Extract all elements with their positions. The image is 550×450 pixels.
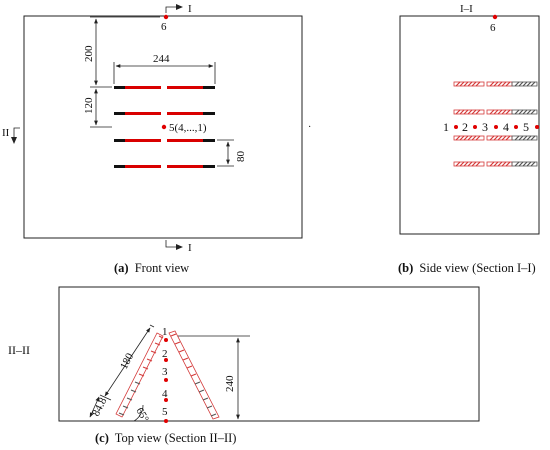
dim-200-label: 200 [83,45,95,62]
side-point-5 [535,125,539,129]
top-point-2-label: 2 [162,348,168,360]
side-point-4 [514,125,518,129]
bar-row-3 [114,139,215,142]
front-point-6-label: 6 [161,21,167,33]
caption-b-text: Side view (Section I–I) [419,261,535,275]
top-view: II–II 1 2 3 4 5 [8,286,480,445]
caption-a: (a) Front view [114,261,189,275]
dim-180: 180 [99,324,155,401]
side-view-frame [399,15,540,235]
side-point-2 [473,125,477,129]
top-point-2 [164,358,168,362]
side-point-1-label: 1 [443,120,449,134]
dim-84-8-label: 84.8 [90,395,110,418]
section-marker-top-label: I [188,3,192,15]
side-points: 1 2 3 4 5 [443,120,539,134]
dim-left: 200 120 [83,16,160,128]
front-point-6 [163,14,169,20]
dim-80: 80 [217,139,247,167]
top-point-5-label: 5 [162,406,168,418]
dim-240: 240 [178,335,250,420]
top-point-3-label: 3 [162,366,168,378]
caption-c-letter: (c) [95,431,109,445]
dim-240-label: 240 [224,375,236,392]
dim-244: 244 [113,53,216,84]
side-point-4-label: 4 [503,120,509,134]
side-bar-row-2 [453,109,538,115]
side-view: I–I 6 [398,3,540,275]
top-point-1-label: 1 [162,326,168,338]
dim-120-label: 120 [83,97,95,114]
side-bar-row-1 [453,81,538,87]
top-view-frame [58,286,480,422]
caption-c-text: Top view (Section II–II) [115,431,237,445]
side-bar-row-3 [453,135,538,141]
section-marker-bottom: I [165,240,192,254]
top-point-3 [164,378,168,382]
dim-84-8: 84.8 [89,395,110,418]
section-marker-left-label: II [2,127,10,139]
side-bar-row-4 [453,161,538,167]
side-point-1 [454,125,458,129]
top-point-4 [164,398,168,402]
top-point-1 [164,338,168,342]
dim-80-label: 80 [235,151,247,163]
dim-180-label: 180 [118,351,136,372]
side-point-6 [492,14,498,20]
side-point-6-label: 6 [490,22,496,34]
side-point-2-label: 2 [462,120,468,134]
svg-text:·: · [308,122,311,133]
front-point-center [161,124,167,130]
front-view-frame [23,15,303,239]
front-bar-rows [114,86,215,168]
front-view: I I II · 6 [2,3,311,275]
caption-c: (c) Top view (Section II–II) [95,431,236,445]
caption-a-text: Front view [135,261,190,275]
top-points: 1 2 3 4 5 [162,326,168,423]
top-point-4-label: 4 [162,388,168,400]
top-left-wall [115,332,164,418]
section-marker-top: I [165,3,192,15]
front-point-center-label: 5(4,...,1) [169,122,207,134]
top-right-wall [168,330,220,420]
section-marker-bottom-label: I [188,242,192,254]
top-point-5 [164,419,168,423]
side-point-5-label: 5 [523,120,529,134]
side-section-title: I–I [460,3,473,15]
dim-244-label: 244 [153,53,170,65]
bar-row-2 [114,112,215,115]
side-point-3 [494,125,498,129]
top-section-title: II–II [8,343,30,357]
bar-row-1 [114,86,215,89]
side-bar-rows [453,81,538,167]
bar-row-4 [114,165,215,168]
side-point-3-label: 3 [482,120,488,134]
caption-b-letter: (b) [398,261,413,275]
caption-a-letter: (a) [114,261,129,275]
section-marker-left: II [2,127,20,144]
caption-b: (b) Side view (Section I–I) [398,261,536,275]
